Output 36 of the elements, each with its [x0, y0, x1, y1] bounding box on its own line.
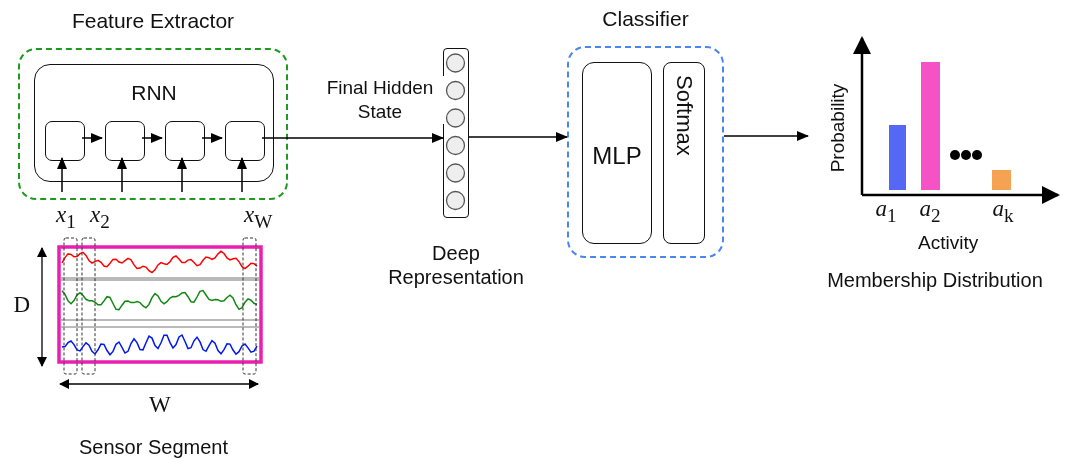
rnn-cell: [225, 121, 265, 161]
group-title: Classifier: [601, 8, 690, 30]
node-label: Deep Representation: [387, 241, 525, 289]
math-label: x$_{1}$: [56, 203, 76, 233]
feature-vector: [443, 48, 469, 218]
arrow: [261, 133, 444, 143]
block-label: Softmax: [672, 75, 696, 156]
group-title: Feature Extractor: [70, 10, 236, 32]
arrow: [117, 157, 127, 193]
math-label: a$_{1}$: [875, 197, 897, 227]
math-label: a$_{k}$: [992, 197, 1014, 227]
math-label: x$_{2}$: [90, 203, 110, 233]
rnn-cell: [165, 121, 205, 161]
layer-block: [663, 62, 705, 244]
arrow: [141, 133, 163, 143]
rnn-cell: [105, 121, 145, 161]
axis-label: Activity: [918, 232, 979, 254]
node-label: Membership Distribution: [826, 268, 1044, 292]
arrow: [177, 157, 187, 193]
math-label: x$_{W}$: [244, 203, 273, 233]
axis-label: Sensor Segment: [79, 436, 228, 458]
math-label: W: [149, 394, 171, 416]
math-label: a$_{2}$: [919, 197, 941, 227]
layer-block: [582, 62, 652, 244]
arrow: [468, 132, 568, 142]
arrow: [57, 157, 67, 193]
rnn-cell: [45, 121, 85, 161]
arrow: [81, 133, 103, 143]
arrow: [237, 157, 247, 193]
rnn-block: [34, 64, 274, 182]
arrow: [201, 133, 223, 143]
math-label: D: [13, 294, 31, 316]
arrow: [723, 131, 809, 141]
axis-label: Probability: [826, 83, 849, 173]
block-label: MLP: [591, 143, 643, 169]
block-label: RNN: [130, 82, 178, 104]
